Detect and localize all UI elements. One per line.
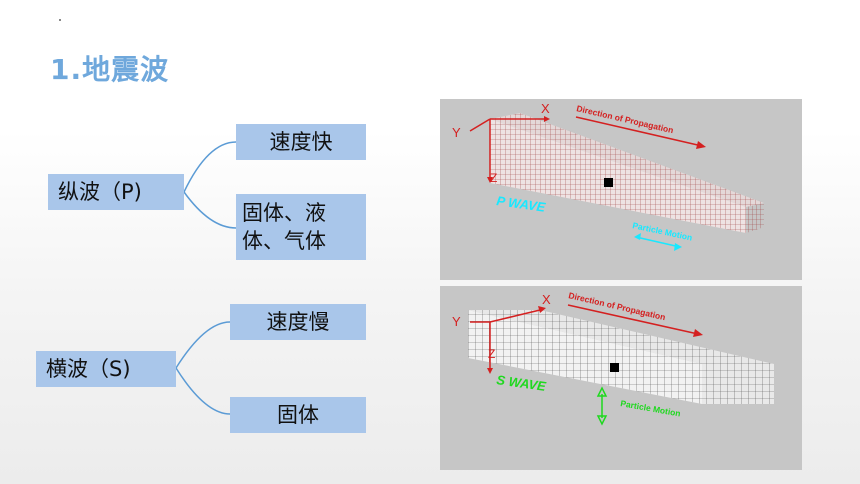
p-wave-name: P WAVE: [496, 193, 547, 215]
p-axis-y: Y: [452, 125, 461, 140]
s-motion-label: Particle Motion: [620, 398, 682, 418]
p-end-face: [746, 203, 764, 233]
p-wave-figure: X Y Z Direction of Propagation P WAVE Pa…: [440, 99, 802, 280]
s-axis-x: X: [542, 292, 551, 307]
p-axis-z: Z: [490, 171, 497, 185]
s-end-face-grid: [702, 364, 774, 404]
p-wave-speed: 速度快: [236, 124, 366, 160]
p-front-face-grid: [490, 119, 746, 233]
s-axis-y: Y: [452, 314, 461, 329]
p-direction-label: Direction of Propagation: [576, 103, 675, 135]
s-direction-label: Direction of Propagation: [568, 290, 667, 322]
connector-p-speed: [183, 141, 237, 193]
p-motion-label: Particle Motion: [632, 220, 694, 242]
s-wave-media: 固体: [230, 397, 366, 433]
p-top-face-grid: [490, 113, 764, 207]
s-particle: [610, 363, 619, 372]
s-wave-label: 横波（S): [36, 351, 176, 387]
connector-p-media: [183, 191, 237, 229]
s-wave-speed: 速度慢: [230, 304, 366, 340]
connector-s-speed: [175, 321, 231, 369]
p-particle: [604, 178, 613, 187]
s-wave-figure: X Y Z Direction of Propagation S WAVE Pa…: [440, 286, 802, 470]
s-wave-name: S WAVE: [496, 372, 548, 394]
connector-s-media: [175, 367, 231, 415]
p-wave-label: 纵波（P): [48, 174, 184, 210]
decorative-dot: [59, 19, 61, 21]
p-wave-media: 固体、液 体、气体: [236, 194, 366, 260]
p-axis-x: X: [541, 101, 550, 116]
s-top-face-grid: [468, 310, 774, 364]
s-axis-z: Z: [488, 347, 495, 361]
page-title: 1.地震波: [50, 53, 170, 86]
s-front-face-grid: [468, 310, 702, 404]
